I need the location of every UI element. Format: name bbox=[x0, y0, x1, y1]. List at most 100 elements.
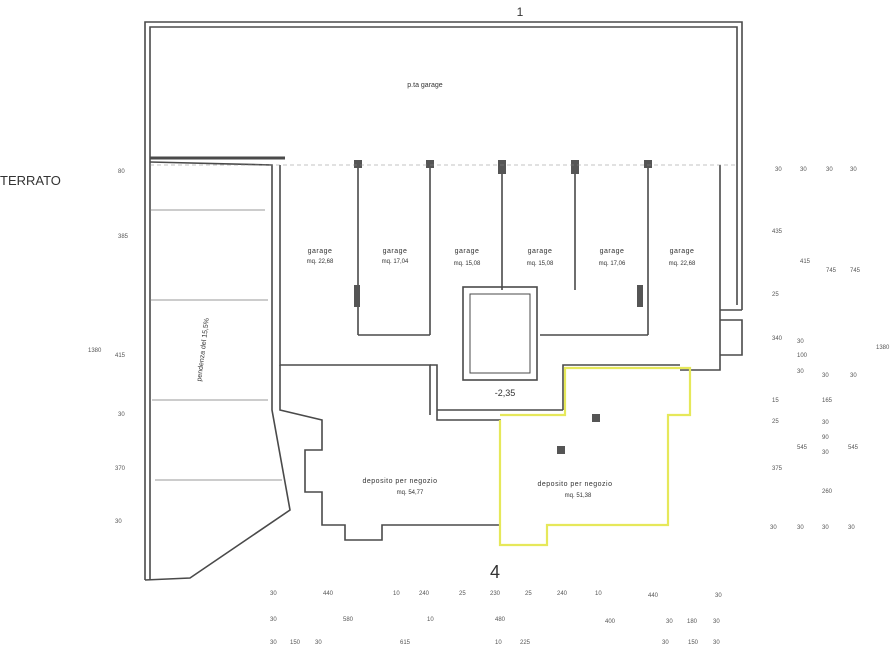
dim-right: 415 bbox=[800, 259, 811, 265]
dim-right: 30 bbox=[822, 525, 829, 531]
room-name: garage bbox=[383, 248, 408, 255]
dim-right: 745 bbox=[826, 268, 837, 274]
ramp-top-label: p.ta garage bbox=[407, 82, 443, 89]
dim-left: 1380 bbox=[88, 348, 102, 354]
deposit-left-wall bbox=[279, 364, 501, 541]
dim-right: 25 bbox=[772, 292, 779, 298]
dim-bottom: 180 bbox=[687, 619, 698, 625]
room-area: mq. 54,77 bbox=[397, 490, 424, 496]
room-area: mq. 22,68 bbox=[307, 259, 334, 265]
dim-right: 30 bbox=[775, 167, 782, 173]
dim-right: 30 bbox=[797, 369, 804, 375]
dim-right: 745 bbox=[850, 268, 861, 274]
ramp-label: pendenza del 15,5% bbox=[196, 318, 211, 382]
dim-bottom: 30 bbox=[662, 640, 669, 646]
dim-bottom: 150 bbox=[290, 640, 301, 646]
room-name: garage bbox=[455, 248, 480, 255]
dim-bottom: 25 bbox=[525, 591, 532, 597]
dim-right: 30 bbox=[822, 420, 829, 426]
dim-right: 30 bbox=[770, 525, 777, 531]
dim-right: 30 bbox=[797, 525, 804, 531]
dim-right: 90 bbox=[822, 435, 829, 441]
dim-bottom: 10 bbox=[427, 617, 434, 623]
room-area: mq. 17,04 bbox=[382, 259, 409, 265]
dim-bottom: 580 bbox=[343, 617, 354, 623]
outer-wall-inner bbox=[149, 26, 738, 580]
room-area: mq. 51,38 bbox=[565, 493, 592, 499]
dim-right: 375 bbox=[772, 466, 783, 472]
section-top-marker: 1 bbox=[517, 5, 524, 19]
dim-bottom: 230 bbox=[490, 591, 501, 597]
dim-right: 1380 bbox=[876, 345, 890, 351]
dim-right: 100 bbox=[797, 353, 808, 359]
columns bbox=[354, 160, 652, 454]
dim-right: 165 bbox=[822, 398, 833, 404]
dim-bottom: 10 bbox=[495, 640, 502, 646]
wall-niche bbox=[720, 319, 743, 356]
dim-bottom: 10 bbox=[595, 591, 602, 597]
dim-right: 30 bbox=[850, 373, 857, 379]
dim-bottom: 30 bbox=[270, 591, 277, 597]
dim-right: 30 bbox=[797, 339, 804, 345]
dim-left: 30 bbox=[115, 519, 122, 525]
level-marker: -2,35 bbox=[495, 388, 516, 398]
dim-bottom: 225 bbox=[520, 640, 531, 646]
dim-right: 25 bbox=[772, 419, 779, 425]
dim-bottom: 30 bbox=[713, 640, 720, 646]
room-area: mq. 15,08 bbox=[454, 261, 481, 267]
dim-bottom: 10 bbox=[393, 591, 400, 597]
room-name: garage bbox=[600, 248, 625, 255]
dim-right: 545 bbox=[797, 445, 808, 451]
room-area: mq. 22,68 bbox=[669, 261, 696, 267]
dim-bottom: 30 bbox=[270, 640, 277, 646]
dimension-labels: 80 385 1380 415 30 370 30 30 30 30 30 43… bbox=[88, 167, 890, 646]
dim-left: 415 bbox=[115, 353, 126, 359]
dim-right: 30 bbox=[848, 525, 855, 531]
dim-right: 30 bbox=[822, 373, 829, 379]
highlight-outline bbox=[498, 366, 692, 547]
dim-right: 30 bbox=[800, 167, 807, 173]
dim-right: 30 bbox=[822, 450, 829, 456]
ramp-wall bbox=[144, 161, 291, 581]
room-name: deposito per negozio bbox=[363, 478, 438, 485]
dim-bottom: 30 bbox=[270, 617, 277, 623]
room-area: mq. 15,08 bbox=[527, 261, 554, 267]
dim-bottom: 400 bbox=[605, 619, 616, 625]
dim-right: 260 bbox=[822, 489, 833, 495]
dim-bottom: 440 bbox=[648, 593, 659, 599]
room-name: garage bbox=[528, 248, 553, 255]
dim-right: 15 bbox=[772, 398, 779, 404]
dim-bottom: 440 bbox=[323, 591, 334, 597]
ramp-hatch bbox=[150, 209, 282, 481]
dim-bottom: 240 bbox=[419, 591, 430, 597]
dim-bottom: 150 bbox=[688, 640, 699, 646]
room-name: deposito per negozio bbox=[538, 481, 613, 488]
dim-bottom: 30 bbox=[713, 619, 720, 625]
dim-left: 370 bbox=[115, 466, 126, 472]
dim-bottom: 615 bbox=[400, 640, 411, 646]
room-labels: garage mq. 22,68 garage mq. 17,04 garage… bbox=[307, 248, 696, 499]
dim-bottom: 25 bbox=[459, 591, 466, 597]
room-name: garage bbox=[670, 248, 695, 255]
dim-right: 545 bbox=[848, 445, 859, 451]
dim-right: 30 bbox=[826, 167, 833, 173]
walls bbox=[144, 21, 743, 581]
dim-bottom: 30 bbox=[715, 593, 722, 599]
stair-core bbox=[462, 286, 538, 381]
dim-bottom: 30 bbox=[315, 640, 322, 646]
dim-bottom: 240 bbox=[557, 591, 568, 597]
dim-right: 435 bbox=[772, 229, 783, 235]
dim-bottom: 30 bbox=[666, 619, 673, 625]
garage-wall-right bbox=[680, 165, 721, 371]
dim-left: 80 bbox=[118, 169, 125, 175]
dim-left: 385 bbox=[118, 234, 129, 240]
garage-wall bbox=[279, 165, 431, 415]
outer-wall bbox=[144, 21, 743, 580]
dim-bottom: 480 bbox=[495, 617, 506, 623]
dim-left: 30 bbox=[118, 412, 125, 418]
section-bottom-marker: 4 bbox=[490, 562, 500, 582]
floor-title: TERRATO bbox=[0, 173, 61, 188]
dim-right: 30 bbox=[850, 167, 857, 173]
dim-right: 340 bbox=[772, 336, 783, 342]
